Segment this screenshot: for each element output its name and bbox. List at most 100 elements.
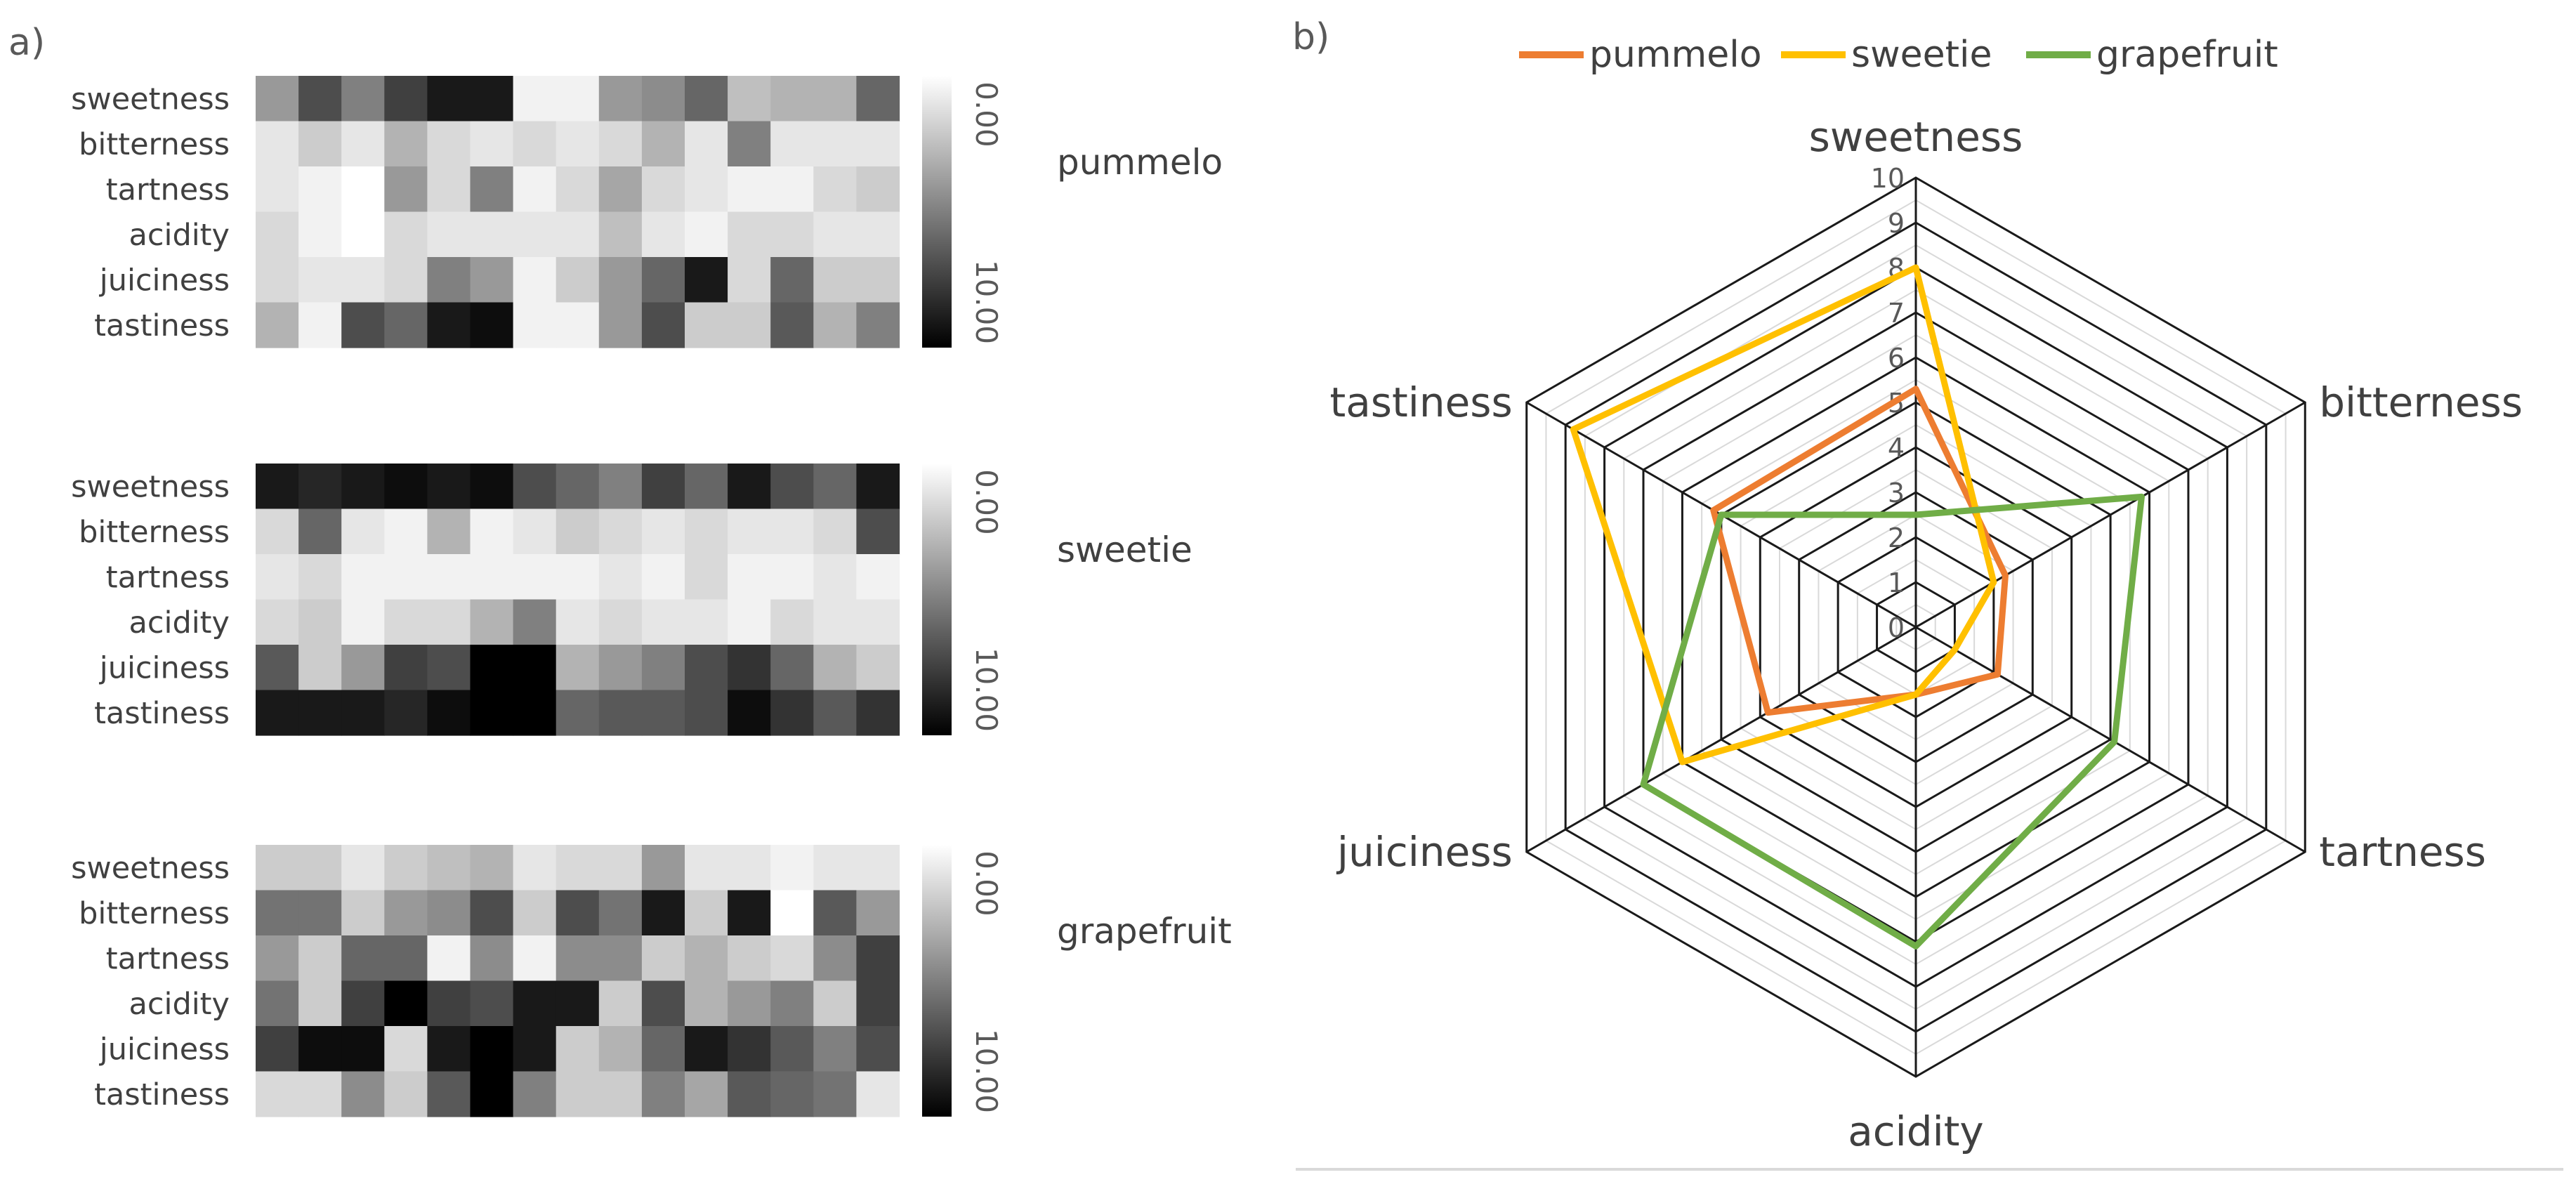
heatmap-title: sweetie [1057,530,1192,570]
heatmap-cell [513,257,557,303]
heatmap-cell [384,645,428,691]
heatmap-cell [513,302,557,348]
heatmap-cell [813,302,857,348]
heatmap-cell [384,464,428,510]
radar-axis-label: tartness [2319,828,2486,876]
heatmap-cell [256,690,299,736]
heatmap-cell [728,121,771,167]
panel-a-label: a) [8,22,45,64]
radar-spoke [1525,626,1917,853]
heatmap-cell [685,935,728,982]
heatmap-cell [770,121,814,167]
heatmap-cell [513,935,557,982]
heatmap-cell [641,166,685,213]
heatmap-cell [770,508,814,555]
colorbar-min-label: 0.00 [969,469,1004,535]
heatmap-cell [256,166,299,213]
heatmap-cell [513,690,557,736]
heatmap-cell [298,645,342,691]
heatmap-cell [728,464,771,510]
heatmap-cell [813,166,857,213]
heatmap-cell [598,464,643,510]
heatmap-cell [856,554,900,600]
heatmap-cell [298,599,342,645]
heatmap-cell [256,554,299,600]
heatmap-title: grapefruit [1057,911,1232,952]
heatmap-cell [770,1071,814,1117]
heatmap-cell [556,1026,600,1072]
radar-tick-label: 9 [1888,208,1905,239]
heatmap-cell [513,845,557,891]
heatmap-cell [728,76,771,122]
heatmap-cell [298,211,342,258]
heatmap-cell [813,211,857,258]
heatmap-cell [513,166,557,213]
heatmap-cell [641,645,685,691]
heatmap-cell [770,845,814,891]
heatmap-cell [598,935,643,982]
heatmap-cell [813,645,857,691]
heatmap-cell [470,845,514,891]
heatmap-cell [341,980,385,1027]
heatmap-cell [641,1026,685,1072]
heatmap-cell [856,690,900,736]
radar-tick-label: 0 [1888,612,1905,643]
heatmap-cell [256,76,299,122]
heatmap-cell [470,980,514,1027]
heatmap-cell [556,935,600,982]
heatmap-cell [856,464,900,510]
heatmap-cell [256,211,299,258]
heatmap-cell [427,166,471,213]
heatmap-cell [384,554,428,600]
heatmap-title: pummelo [1057,142,1223,183]
heatmap-cell [384,121,428,167]
heatmap-cell [598,690,643,736]
heatmap-cell [298,508,342,555]
radar-axis-label: sweetness [1809,113,2023,161]
heatmap-cell [427,980,471,1027]
heatmap-cell [384,1071,428,1117]
heatmap-row-label: juiciness [99,263,230,298]
heatmap-sweetie: sweetnessbitternesstartnessacidityjuicin… [71,464,1192,736]
heatmap-cell [728,845,771,891]
heatmap-cell [685,76,728,122]
heatmap-cell [341,935,385,982]
heatmap-cell [470,508,514,555]
colorbar [922,845,952,1117]
heatmap-row-label: sweetness [71,81,230,117]
heatmap-cell [384,166,428,213]
heatmap-cell [598,76,643,122]
heatmap-cell [813,257,857,303]
heatmap-cell [298,980,342,1027]
heatmap-cell [856,302,900,348]
heatmap-cell [770,599,814,645]
heatmap-cell [856,257,900,303]
heatmap-cell [298,1026,342,1072]
heatmap-cell [598,121,643,167]
heatmap-cell [556,645,600,691]
heatmap-cell [556,508,600,555]
heatmap-cell [641,554,685,600]
heatmap-cell [685,890,728,936]
heatmap-row-label: tartness [106,560,230,595]
radar-series-pummelo [1710,386,2009,716]
radar-tick-label: 10 [1871,163,1905,194]
heatmap-cell [728,554,771,600]
heatmap-row-label: acidity [129,218,230,253]
heatmap-cell [856,890,900,936]
heatmap-cell [513,464,557,510]
heatmap-cell [685,302,728,348]
heatmap-cell [641,508,685,555]
heatmap-row-label: juiciness [99,1032,230,1067]
heatmap-cell [813,1026,857,1072]
heatmap-cell [856,599,900,645]
heatmap-row-label: tartness [106,172,230,207]
heatmap-cell [556,121,600,167]
radar-tick-label: 6 [1888,343,1905,374]
heatmap-cell [728,257,771,303]
heatmap-cell [341,257,385,303]
heatmap-cell [256,845,299,891]
heatmap-cell [384,508,428,555]
heatmap-cell [598,845,643,891]
heatmap-cell [728,599,771,645]
